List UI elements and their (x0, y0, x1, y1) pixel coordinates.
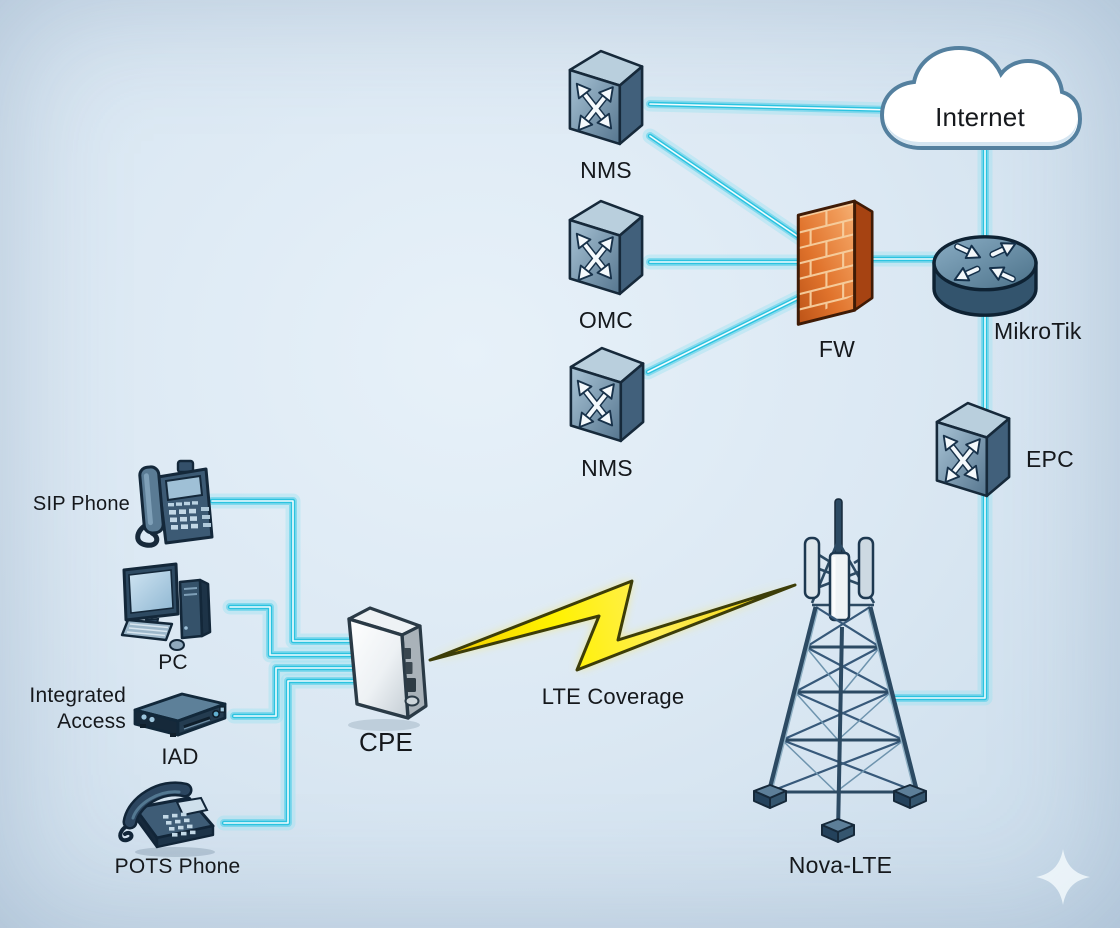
pots-phone-label: POTS Phone (114, 855, 241, 878)
desktop-pc-icon (120, 562, 212, 651)
node-pots-phone (113, 778, 227, 863)
cell-tower-icon (753, 498, 927, 843)
link-sip-cpe (212, 501, 358, 641)
node-cpe (340, 598, 432, 738)
switch-icon (930, 396, 1016, 503)
cloud-icon (879, 45, 1083, 150)
link-nms-top-internet (650, 104, 892, 110)
internet-label: Internet (935, 102, 1025, 132)
cpe-label: CPE (358, 727, 414, 757)
switch-icon (564, 341, 650, 448)
mikrotik-label: MikroTik (994, 318, 1082, 344)
node-nms-bottom (564, 341, 650, 453)
switch-icon (563, 44, 649, 151)
lte-coverage-label: LTE Coverage (541, 684, 685, 709)
link-pots-cpe (224, 681, 358, 823)
node-omc (563, 194, 649, 306)
cpe-modem-icon (347, 606, 428, 731)
node-nms-top (563, 44, 649, 156)
iad-caption-line1: Integrated (29, 684, 126, 707)
link-nms-bottom-fw (648, 296, 802, 372)
link-nms-top-fw (650, 136, 800, 238)
node-mikrotik (926, 226, 1044, 329)
lightning-bolt-icon (428, 579, 797, 672)
nova-lte-label: Nova-LTE (788, 852, 893, 878)
internet-cloud (870, 36, 1090, 173)
router-icon (932, 235, 1038, 317)
node-epc (930, 396, 1016, 508)
iad-caption-line2: Access (57, 710, 126, 733)
sip-phone-label: SIP Phone (32, 493, 130, 515)
switch-icon (563, 194, 649, 301)
node-pc (120, 562, 226, 659)
pc-label: PC (158, 651, 188, 674)
sparkle-icon (1036, 849, 1090, 905)
nms-bottom-label: NMS (581, 455, 633, 481)
iad-label: IAD (161, 744, 199, 769)
node-nova-lte (748, 497, 938, 857)
nms-top-label: NMS (580, 157, 632, 183)
epc-label: EPC (1026, 446, 1074, 472)
omc-label: OMC (578, 307, 634, 333)
fw-label: FW (818, 336, 856, 362)
ip-phone-icon (135, 459, 214, 548)
firewall-icon (796, 199, 874, 326)
iad-gateway-icon (133, 692, 227, 737)
node-sip-phone (128, 455, 218, 555)
node-fw (793, 192, 881, 334)
node-iad (132, 690, 228, 753)
analog-phone-icon (118, 781, 215, 857)
